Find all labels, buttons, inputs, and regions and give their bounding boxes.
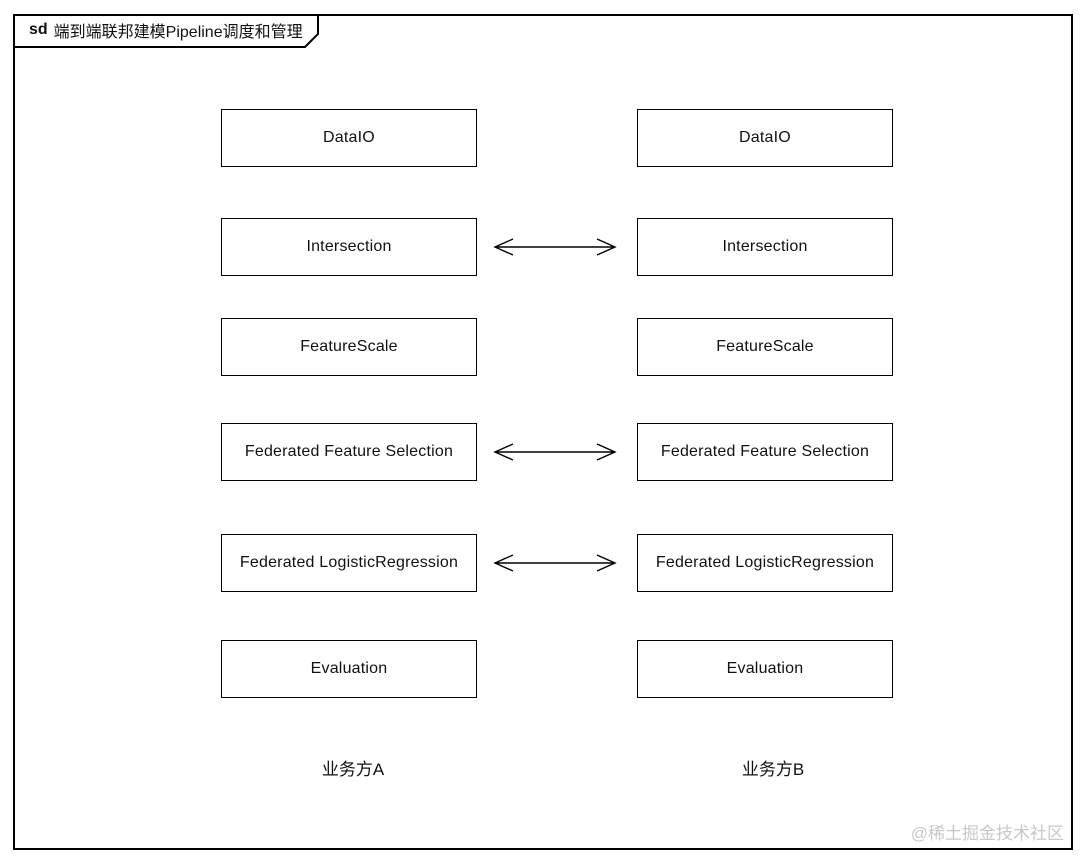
frame-title-text: 端到端联邦建模Pipeline调度和管理: [53, 23, 303, 41]
box-party-b-intersection: Intersection: [637, 218, 893, 276]
watermark: @稀土掘金技术社区: [910, 824, 1064, 843]
frame-title-tab: sd 端到端联邦建模Pipeline调度和管理: [13, 14, 323, 50]
bidirectional-arrow-federated-feature-selection: [493, 443, 617, 461]
frame-keyword: sd: [29, 20, 48, 38]
sequence-diagram-frame: [13, 14, 1073, 850]
box-party-b-featurescale: FeatureScale: [637, 318, 893, 376]
box-party-a-dataio: DataIO: [221, 109, 477, 167]
bidirectional-arrow-intersection: [493, 238, 617, 256]
box-party-b-federated-logisticregression: Federated LogisticRegression: [637, 534, 893, 592]
box-party-b-dataio: DataIO: [637, 109, 893, 167]
box-party-b-evaluation: Evaluation: [637, 640, 893, 698]
box-party-b-federated-feature-selection: Federated Feature Selection: [637, 423, 893, 481]
bidirectional-arrow-federated-logisticregression: [493, 554, 617, 572]
party-b-label: 业务方B: [741, 760, 805, 779]
frame-title: sd 端到端联邦建模Pipeline调度和管理: [29, 14, 303, 45]
box-party-a-federated-logisticregression: Federated LogisticRegression: [221, 534, 477, 592]
box-party-a-federated-feature-selection: Federated Feature Selection: [221, 423, 477, 481]
box-party-a-evaluation: Evaluation: [221, 640, 477, 698]
box-party-a-intersection: Intersection: [221, 218, 477, 276]
box-party-a-featurescale: FeatureScale: [221, 318, 477, 376]
party-a-label: 业务方A: [321, 760, 385, 779]
frame-tab-pentagon: [13, 14, 319, 48]
